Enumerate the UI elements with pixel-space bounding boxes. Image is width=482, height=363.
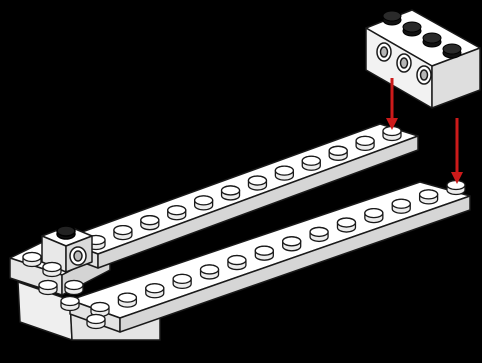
stud-lower [146,284,164,298]
stud-base [23,253,41,267]
stud-lower [447,181,465,195]
stud-lower [392,199,410,213]
stud-lower [337,218,355,232]
stud-lower [283,237,301,251]
stud-upper [168,206,186,220]
stud-lower [365,209,383,223]
stud-upper [195,196,213,210]
stud-upper [275,166,293,180]
stud-base [43,263,61,277]
stud-upper [302,156,320,170]
stud-base [61,297,79,311]
stud-upper [114,226,132,240]
stud-lower [118,293,136,307]
stud-lower [420,190,438,204]
stud-lower [173,274,191,288]
stud-lower [201,265,219,279]
stud-lower [310,227,328,241]
stud-brick [403,22,421,36]
stud-upper [356,136,374,150]
stud-base [87,315,105,329]
stud-lower [228,256,246,270]
stud-brick [383,11,401,25]
stud-lower [255,246,273,260]
stud-upper [141,216,159,230]
stud-brick [443,44,461,58]
stud-base [39,281,57,295]
stud-upper [329,146,347,160]
stud-base [65,281,83,295]
stud-upper [248,176,266,190]
stud-brick [423,33,441,47]
stud-upper [222,186,240,200]
